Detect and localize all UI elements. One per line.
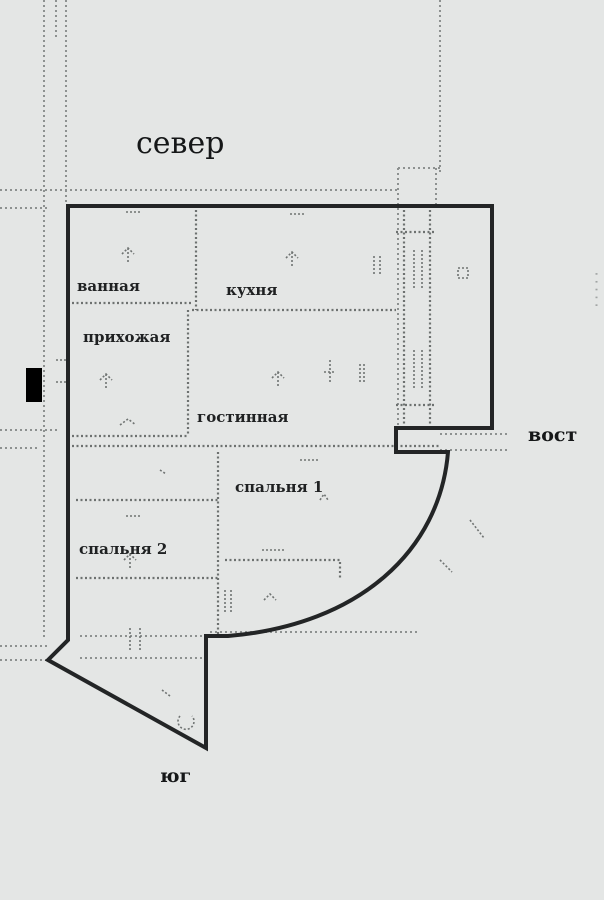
- room-label-bedroom-2: спальня 2: [79, 540, 167, 558]
- interior-walls: [72, 210, 440, 636]
- room-label-kitchen: кухня: [226, 281, 277, 299]
- room-label-living-room: гостинная: [197, 408, 289, 426]
- outer-walls: [44, 204, 494, 752]
- room-label-bathroom: ванная: [77, 277, 140, 295]
- east-label: вост: [528, 424, 577, 446]
- room-label-hallway: прихожая: [83, 328, 171, 346]
- south-label: юг: [160, 765, 191, 787]
- fixture-marks: [56, 211, 485, 731]
- room-label-bedroom-1: спальня 1: [235, 478, 323, 496]
- side-annotation: ·····: [588, 270, 603, 309]
- black-marker: [26, 368, 42, 402]
- building-grid: [0, 0, 510, 661]
- north-label: север: [136, 126, 224, 161]
